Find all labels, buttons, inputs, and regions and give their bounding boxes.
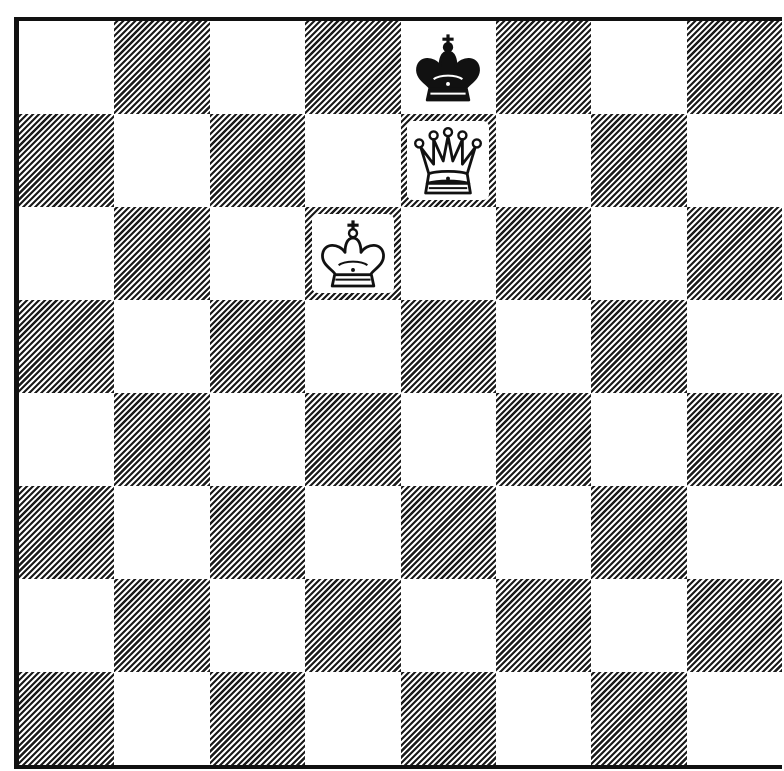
square-f3[interactable] [496, 486, 591, 579]
square-d6[interactable] [305, 207, 400, 300]
black-king-icon[interactable] [407, 28, 489, 108]
square-a3[interactable] [19, 486, 114, 579]
square-d3[interactable] [305, 486, 400, 579]
square-e5[interactable] [401, 300, 496, 393]
square-b7[interactable] [114, 114, 209, 207]
square-d2[interactable] [305, 579, 400, 672]
square-f2[interactable] [496, 579, 591, 672]
square-a2[interactable] [19, 579, 114, 672]
square-h3[interactable] [687, 486, 782, 579]
square-d1[interactable] [305, 672, 400, 765]
square-g4[interactable] [591, 393, 686, 486]
square-g7[interactable] [591, 114, 686, 207]
square-e8[interactable] [401, 21, 496, 114]
square-e2[interactable] [401, 579, 496, 672]
square-e6[interactable] [401, 207, 496, 300]
square-h1[interactable] [687, 672, 782, 765]
white-king-icon[interactable] [312, 214, 394, 294]
square-g8[interactable] [591, 21, 686, 114]
square-b4[interactable] [114, 393, 209, 486]
square-f4[interactable] [496, 393, 591, 486]
square-c5[interactable] [210, 300, 305, 393]
square-g1[interactable] [591, 672, 686, 765]
square-b8[interactable] [114, 21, 209, 114]
square-h8[interactable] [687, 21, 782, 114]
square-e7[interactable] [401, 114, 496, 207]
square-a6[interactable] [19, 207, 114, 300]
square-a4[interactable] [19, 393, 114, 486]
square-g3[interactable] [591, 486, 686, 579]
square-d7[interactable] [305, 114, 400, 207]
square-h6[interactable] [687, 207, 782, 300]
square-b3[interactable] [114, 486, 209, 579]
square-c6[interactable] [210, 207, 305, 300]
square-a7[interactable] [19, 114, 114, 207]
chessboard-frame [14, 17, 782, 769]
square-e3[interactable] [401, 486, 496, 579]
square-g5[interactable] [591, 300, 686, 393]
square-h4[interactable] [687, 393, 782, 486]
square-c7[interactable] [210, 114, 305, 207]
square-a1[interactable] [19, 672, 114, 765]
square-c4[interactable] [210, 393, 305, 486]
square-f6[interactable] [496, 207, 591, 300]
square-e4[interactable] [401, 393, 496, 486]
white-queen-icon[interactable] [407, 121, 489, 201]
square-f7[interactable] [496, 114, 591, 207]
square-g2[interactable] [591, 579, 686, 672]
square-a5[interactable] [19, 300, 114, 393]
square-d4[interactable] [305, 393, 400, 486]
square-c1[interactable] [210, 672, 305, 765]
square-f8[interactable] [496, 21, 591, 114]
square-e1[interactable] [401, 672, 496, 765]
square-c8[interactable] [210, 21, 305, 114]
chessboard [19, 21, 782, 765]
square-d5[interactable] [305, 300, 400, 393]
square-f5[interactable] [496, 300, 591, 393]
square-f1[interactable] [496, 672, 591, 765]
square-c3[interactable] [210, 486, 305, 579]
square-d8[interactable] [305, 21, 400, 114]
square-b2[interactable] [114, 579, 209, 672]
square-h7[interactable] [687, 114, 782, 207]
square-b6[interactable] [114, 207, 209, 300]
square-h2[interactable] [687, 579, 782, 672]
square-g6[interactable] [591, 207, 686, 300]
square-a8[interactable] [19, 21, 114, 114]
square-h5[interactable] [687, 300, 782, 393]
square-c2[interactable] [210, 579, 305, 672]
square-b5[interactable] [114, 300, 209, 393]
square-b1[interactable] [114, 672, 209, 765]
